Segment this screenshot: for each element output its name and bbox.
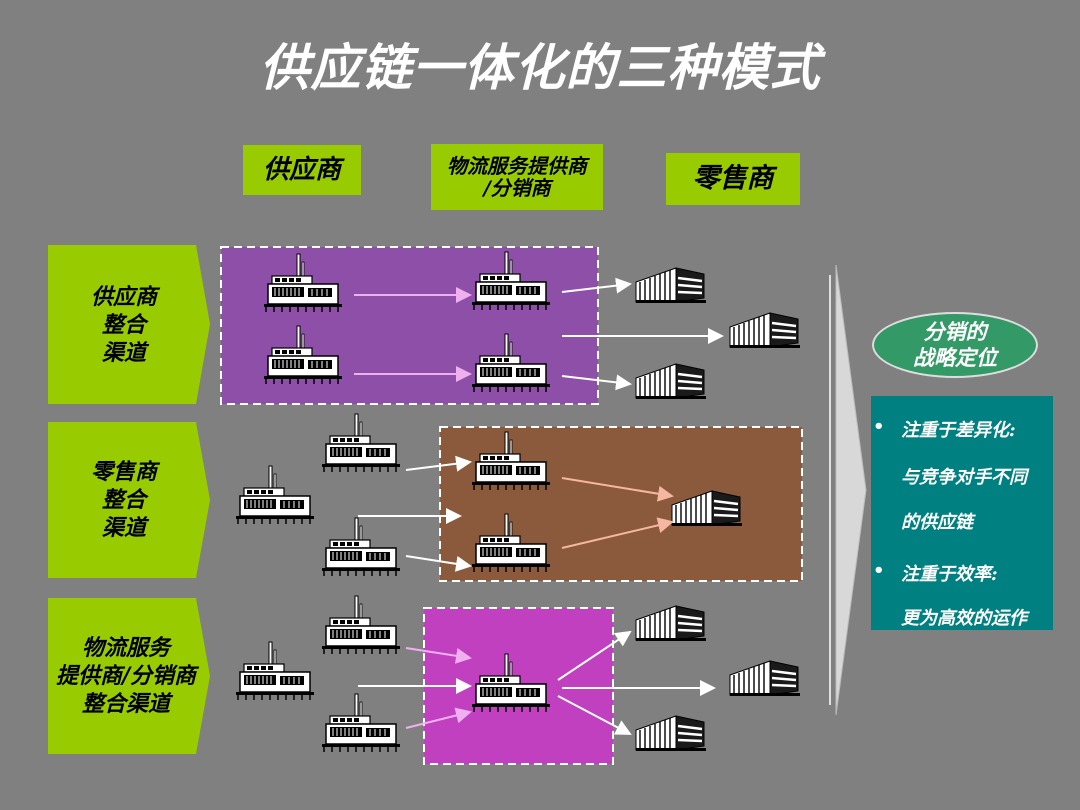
factory-icon — [321, 595, 401, 655]
column-header-supplier-text: 供应商 — [262, 154, 341, 185]
flow-arrow — [557, 630, 632, 681]
flow-arrow — [561, 277, 632, 294]
info-line: 更为高效的运作 — [901, 608, 1027, 629]
flow-arrow — [561, 477, 674, 502]
store-icon — [634, 266, 708, 305]
strategy-info-box: • 注重于差异化: 与竞争对手不同 的供应链 • 注重于效率: 更为高效的运作 — [871, 396, 1053, 630]
factory-icon — [321, 413, 401, 473]
factory-icon — [321, 693, 401, 753]
store-icon — [634, 362, 708, 401]
column-header-supplier: 供应商 — [243, 145, 361, 195]
page-title: 供应链一体化的三种模式 — [259, 38, 821, 97]
info-line: 的供应链 — [901, 512, 973, 533]
row-label-supplier-integration: 供应商 整合 渠道 — [90, 283, 157, 366]
row-label-logistics-integration: 物流服务 提供商/分销商 整合渠道 — [55, 635, 197, 717]
column-header-retailer-text: 零售商 — [692, 163, 774, 195]
flow-arrow — [405, 647, 472, 664]
flow-arrow — [405, 555, 472, 572]
flow-arrow — [557, 695, 632, 735]
row-2-label-shape — [48, 422, 210, 578]
store-icon — [728, 659, 802, 698]
store-icon — [634, 714, 708, 753]
bullet-marker: • — [873, 560, 885, 581]
flow-arrow — [405, 455, 472, 472]
store-icon — [728, 311, 802, 350]
row-label-retailer-integration: 零售商 整合 渠道 — [90, 459, 157, 541]
factory-icon — [321, 517, 401, 577]
column-header-retailer: 零售商 — [666, 153, 800, 205]
store-icon — [634, 604, 708, 643]
info-line: 与竞争对手不同 — [901, 467, 1027, 488]
row-3-label-shape — [48, 598, 210, 754]
column-header-logistics: 物流服务提供商 /分销商 — [431, 144, 603, 210]
column-header-logistics-line1: 物流服务提供商 — [447, 154, 587, 178]
flow-arrow — [561, 374, 632, 391]
info-line: 注重于效率: — [901, 564, 998, 585]
strategy-pill: 分销的 战略定位 — [872, 312, 1038, 378]
funnel-chevron — [835, 264, 867, 716]
flow-arrow — [561, 517, 674, 549]
row-1-label-shape — [48, 245, 210, 404]
flow-arrow — [405, 707, 472, 729]
column-header-logistics-line2: /分销商 — [483, 176, 551, 200]
factory-icon — [235, 641, 315, 701]
factory-icon — [235, 465, 315, 525]
info-line: 注重于差异化: — [901, 420, 1016, 441]
bullet-marker: • — [873, 416, 885, 437]
